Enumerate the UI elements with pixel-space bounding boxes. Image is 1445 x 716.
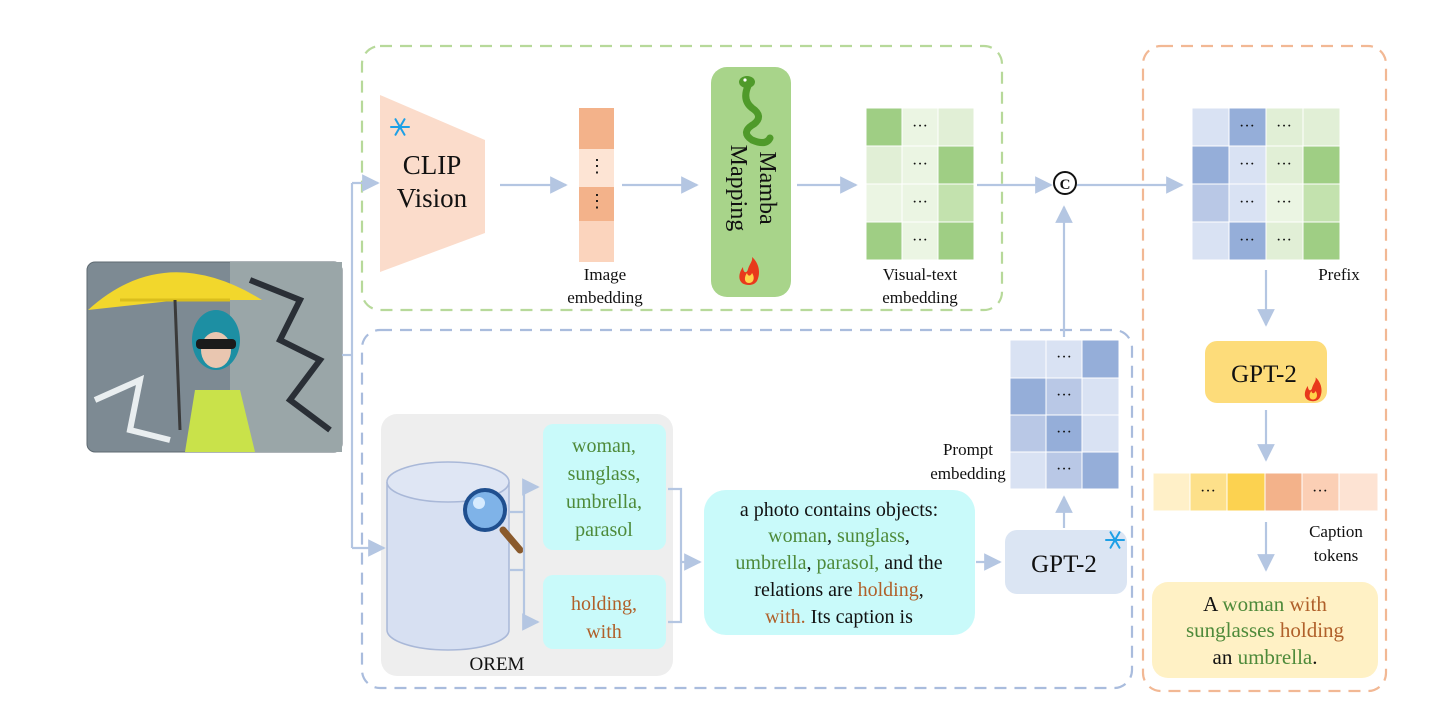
flame-icon [1304,377,1322,402]
gpt2-decoder: GPT-2 [1205,341,1327,403]
prefix-grid [1191,107,1341,261]
gpt2-prompt-label: GPT-2 [1031,551,1097,578]
gpt2-decoder-label: GPT-2 [1231,361,1297,388]
grid-dots: ··· [1276,156,1292,173]
mamba-mapping-block: Mamba Mapping [711,67,791,297]
object-word: parasol [575,519,633,541]
image-embedding: ⋮ ⋮ [579,108,614,262]
grid-dots: ··· [912,194,928,211]
objects-box: woman, sunglass, umbrella, parasol [543,424,666,550]
grid-dots: ··· [1276,232,1292,249]
svg-text:woman, sunglass,: woman, sunglass, [768,525,910,547]
grid-dots: ··· [912,156,928,173]
object-word: umbrella, [566,491,642,513]
relation-word: holding, [571,593,637,615]
clip-label-line1: CLIP [403,150,462,180]
image-embedding-label: Image [584,265,626,284]
orem-label: OREM [470,654,525,675]
snowflake-icon [390,118,410,136]
prompt-text-box: a photo contains objects: woman, sunglas… [704,490,975,635]
gpt2-prompt-encoder: GPT-2 [1005,530,1127,594]
visual-text-label: Visual-text [883,265,958,284]
relations-box: holding, with [543,575,666,649]
visual-text-embedding-grid [865,107,975,261]
mamba-label-line1: Mamba [754,151,780,225]
image-embedding-label: embedding [567,288,643,307]
snake-icon [739,76,774,147]
text-branch-group [360,328,1134,690]
grid-dots: ··· [1056,461,1072,478]
prefix-label: Prefix [1318,265,1360,284]
grid-dots: ··· [912,232,928,249]
svg-text:C: C [1060,177,1071,193]
grid-dots: ··· [1239,194,1255,211]
grid-dots: ··· [1239,156,1255,173]
grid-dots: ··· [1056,424,1072,441]
svg-text:sunglasses holding: sunglasses holding [1186,618,1345,642]
grid-dots: ··· [912,118,928,135]
caption-tokens-label: Caption [1309,522,1363,541]
object-word: sunglass, [568,463,641,485]
clip-label-line2: Vision [397,183,468,213]
concat-symbol: C [1053,171,1077,195]
caption-tokens-row [1152,472,1379,512]
object-word: woman, [572,435,636,457]
mamba-label-line2: Mapping [725,145,751,232]
grid-dots: ··· [1239,118,1255,135]
image-embedding-dots: ⋮ [588,156,606,176]
prompt-embedding-label: Prompt [943,440,993,459]
snowflake-icon [1105,531,1125,549]
svg-text:a photo contains objects:: a photo contains objects: [740,499,938,521]
caption-output: A woman with sunglasses holding an umbre… [1152,582,1378,678]
visual-text-label: embedding [882,288,958,307]
decoder-group [1141,44,1388,693]
grid-dots: ··· [1276,118,1292,135]
relation-word: with [586,621,622,643]
magnifier-icon [463,488,524,554]
prompt-embedding-label: embedding [930,464,1006,483]
token-dots: ··· [1312,483,1328,500]
clip-vision-encoder: CLIP Vision [380,95,485,272]
svg-text:with. Its caption is: with. Its caption is [765,606,913,628]
caption-tokens-label: tokens [1314,546,1358,565]
grid-dots: ··· [1056,387,1072,404]
flame-icon [739,257,760,285]
svg-text:relations are holding,: relations are holding, [754,579,923,601]
input-photo [86,261,343,453]
prompt-embedding-grid [1009,339,1120,490]
svg-text:A woman with: A woman with [1203,592,1327,616]
image-embedding-dots: ⋮ [588,191,606,211]
token-dots: ··· [1200,483,1216,500]
connectors [342,174,1275,631]
grid-dots: ··· [1239,232,1255,249]
svg-text:an umbrella.: an umbrella. [1213,645,1318,669]
visual-branch-group [360,44,1004,312]
grid-dots: ··· [1056,349,1072,366]
svg-text:umbrella, parasol, and the: umbrella, parasol, and the [735,552,942,574]
grid-dots: ··· [1276,194,1292,211]
